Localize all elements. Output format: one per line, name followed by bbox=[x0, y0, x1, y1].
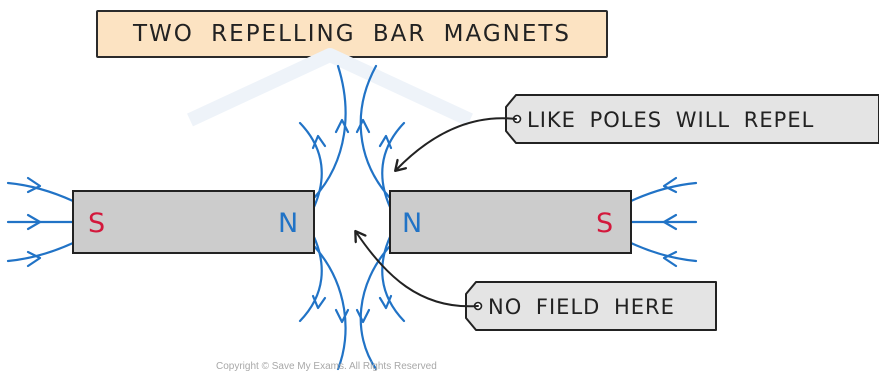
no-field-tag: NO FIELD HERE bbox=[465, 281, 717, 331]
like-poles-pointer-arrow bbox=[394, 117, 517, 173]
watermark-logo bbox=[187, 48, 473, 127]
central-field-lines bbox=[298, 64, 406, 371]
left-magnet-north-pole-label: N bbox=[278, 208, 298, 239]
left-outer-arrows bbox=[26, 176, 42, 268]
right-magnet-south-pole-label: S bbox=[596, 208, 613, 239]
like-poles-tag: LIKE POLES WILL REPEL bbox=[505, 94, 879, 144]
right-outer-arrows bbox=[662, 176, 678, 268]
like-poles-label: LIKE POLES WILL REPEL bbox=[527, 108, 814, 132]
right-bar-magnet bbox=[389, 190, 632, 254]
no-field-pointer-arrow bbox=[354, 229, 479, 308]
diagram-title: TWO REPELLING BAR MAGNETS bbox=[96, 10, 608, 58]
copyright-notice: Copyright © Save My Exams. All Rights Re… bbox=[216, 361, 437, 372]
left-bar-magnet bbox=[72, 190, 315, 254]
left-magnet-south-pole-label: S bbox=[88, 208, 105, 239]
right-magnet-north-pole-label: N bbox=[402, 208, 422, 239]
no-field-label: NO FIELD HERE bbox=[488, 295, 675, 319]
central-field-arrows bbox=[311, 118, 393, 324]
